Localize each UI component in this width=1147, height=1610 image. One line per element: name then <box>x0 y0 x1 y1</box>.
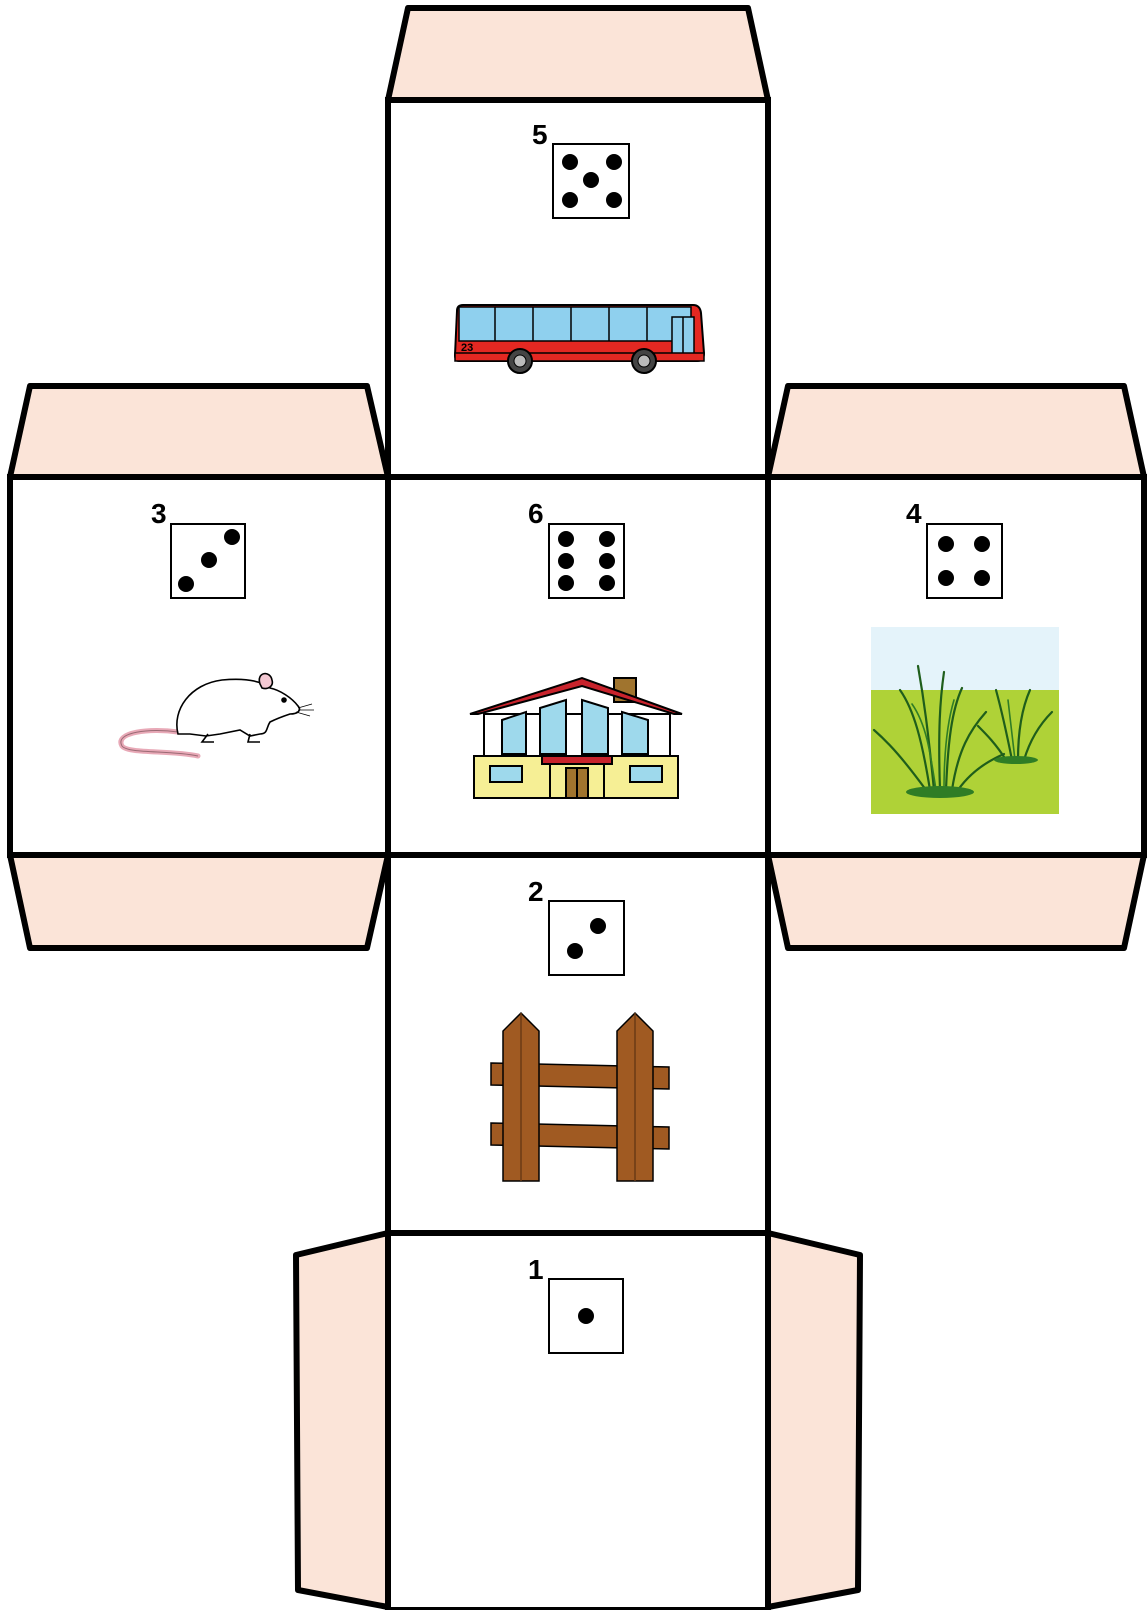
face-2-number: 2 <box>528 876 544 907</box>
glue-tab-top <box>388 8 768 100</box>
face-1-pip <box>578 1308 594 1324</box>
bus-wheel-rear <box>508 349 532 373</box>
glue-tab-left-top <box>10 386 388 477</box>
face-4-number: 4 <box>906 498 922 529</box>
bus-route-number: 23 <box>461 342 473 354</box>
grass-icon <box>871 627 1059 814</box>
face-3-number: 3 <box>151 498 167 529</box>
face-5-number: 5 <box>532 119 548 150</box>
face-2-die-icon <box>549 901 624 975</box>
face-1-number: 1 <box>528 1254 544 1285</box>
glue-tab-bottom-left <box>296 1233 388 1607</box>
glue-tab-left-bottom <box>10 855 388 948</box>
bus-wheel-front <box>632 349 656 373</box>
glue-tab-right-bottom <box>768 855 1144 948</box>
glue-tab-bottom-right <box>768 1233 860 1607</box>
face-6-number: 6 <box>528 498 544 529</box>
face-4-die-icon <box>927 524 1002 598</box>
glue-tab-right-top <box>768 386 1144 477</box>
